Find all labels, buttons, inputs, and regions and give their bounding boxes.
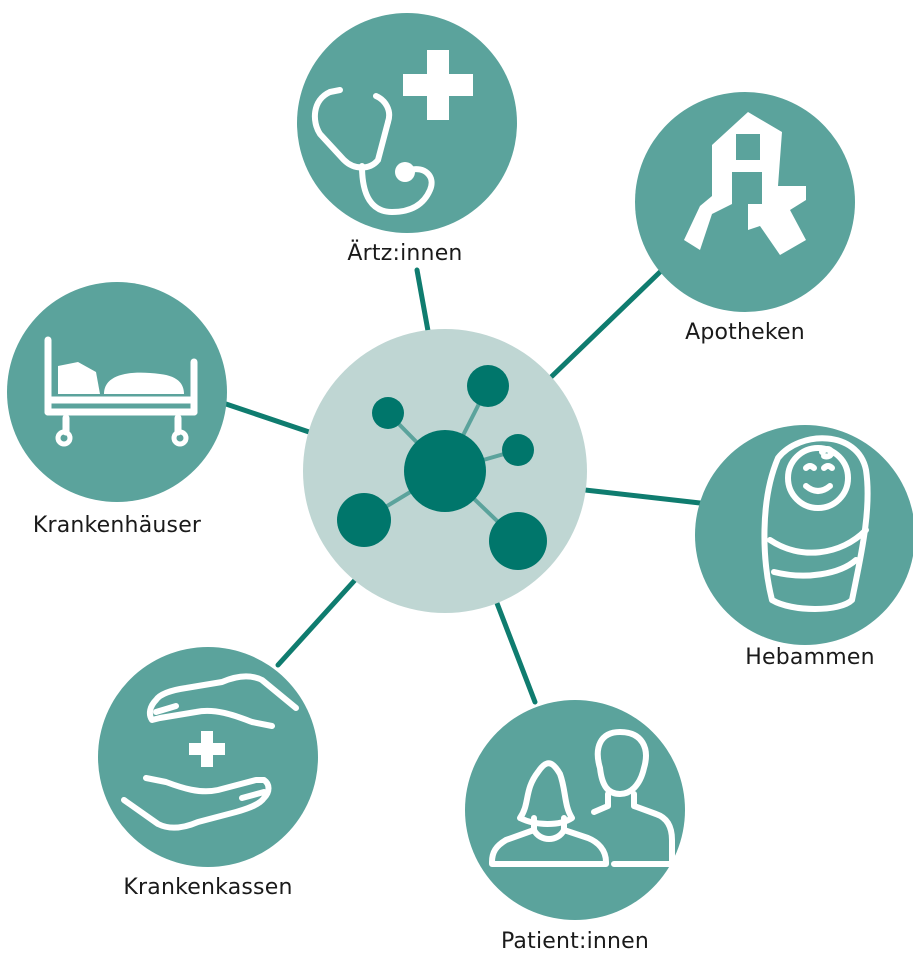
center-hub: [303, 329, 587, 613]
label-apotheken: Apotheken: [685, 320, 805, 345]
connector-kassen: [275, 577, 358, 668]
connector-kranken: [223, 401, 318, 437]
connector-aerzte: [414, 267, 433, 345]
network-hub-icon: [337, 365, 547, 570]
label-krankenhaeuser: Krankenhäuser: [32, 513, 202, 538]
people-icon: [489, 729, 675, 867]
stethoscope-cross-icon: [311, 50, 473, 216]
label-patienten: Patient:innen: [500, 929, 650, 954]
connector-apotheken: [545, 269, 663, 383]
node-kassen: [98, 647, 318, 867]
connector-patienten: [492, 595, 538, 705]
hospital-bed-icon: [44, 336, 198, 447]
node-kranken: [7, 282, 227, 502]
label-hebammen: Hebammen: [745, 645, 875, 670]
node-patienten: [465, 700, 685, 920]
pharmacy-a-icon: [684, 112, 806, 255]
caring-hands-icon: [121, 673, 299, 831]
connector-hebammen: [582, 487, 703, 506]
node-hebammen: [695, 425, 913, 645]
swaddled-baby-icon: [761, 435, 871, 612]
node-apotheken: [635, 92, 855, 312]
label-krankenkassen: Krankenkassen: [123, 875, 293, 900]
node-aerzte: [297, 13, 517, 233]
label-aerzte: Ärtz:innen: [347, 241, 463, 266]
